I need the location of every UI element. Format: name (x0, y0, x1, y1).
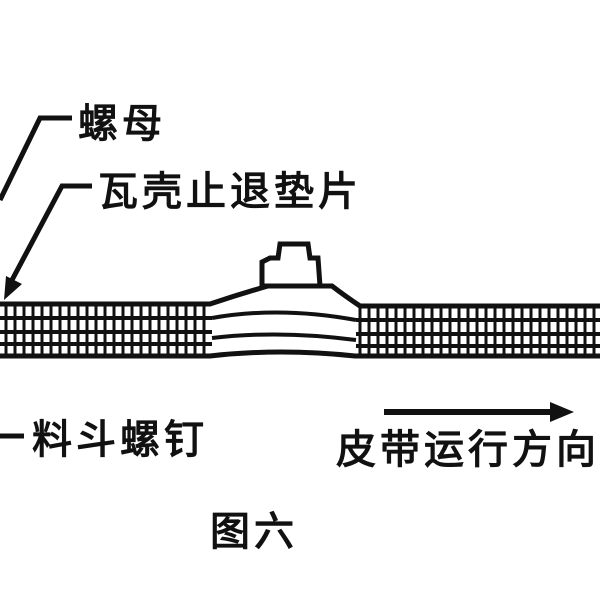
belt-middle-curve (211, 310, 357, 322)
washer-leader-line (9, 183, 92, 282)
direction-arrowhead (550, 402, 574, 422)
label-nut: 螺母 (78, 101, 166, 147)
belt-hatching-right (358, 308, 596, 354)
figure-caption: 图六 (210, 509, 298, 555)
bolt-head (259, 241, 323, 289)
belt-middle-curve (211, 332, 357, 342)
belt-bottom-edge (0, 349, 600, 359)
label-bucket-bolt: 料斗螺钉 (32, 417, 208, 463)
belt-top-edge (0, 283, 600, 309)
label-anti-loosening-washer: 瓦壳止退垫片 (98, 169, 362, 215)
label-belt-direction: 皮带运行方向 (336, 427, 600, 473)
washer-arrowhead (4, 276, 22, 300)
belt-hatching-left (4, 306, 206, 354)
nut-leader-line (0, 115, 72, 202)
